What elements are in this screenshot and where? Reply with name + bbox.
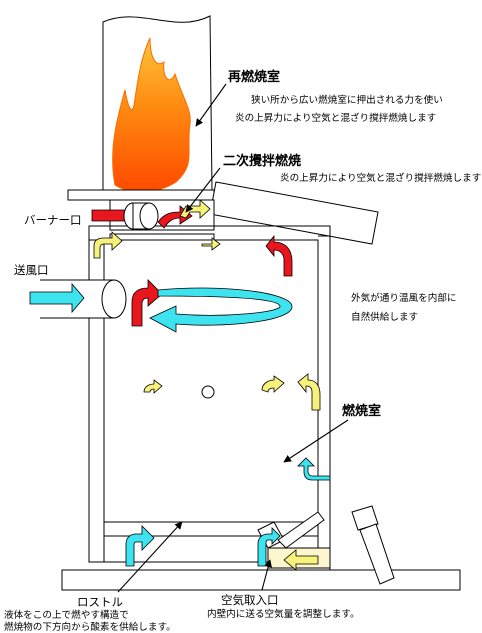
label-reburn-desc-1: 狭い所から広い燃焼室に押出される力を使い bbox=[251, 92, 443, 106]
label-outside-air-1: 外気が通り温風を内部に bbox=[351, 290, 457, 304]
cyan-arrow-right-wall bbox=[298, 458, 330, 480]
label-air-inlet-port: 送風口 bbox=[14, 262, 49, 278]
yellow-arrow-wall bbox=[298, 374, 320, 410]
inner-port-hole bbox=[202, 386, 214, 398]
top-plate bbox=[68, 190, 214, 200]
swirl-cyan-arrow bbox=[150, 288, 292, 332]
label-air-intake-desc: 内壁内に送る空気量を調整します。 bbox=[207, 606, 360, 620]
label-reburn-desc-2: 炎の上昇力により空気と混ざり撹拌燃焼します bbox=[235, 110, 436, 124]
label-outside-air-2: 自然供給します bbox=[351, 309, 418, 323]
label-secondary-desc: 炎の上昇力により空気と混ざり撹拌燃焼します bbox=[280, 170, 481, 184]
yellow-swirl-left bbox=[144, 380, 162, 393]
burner-inner-plate bbox=[110, 234, 214, 240]
label-secondary-title: 二次攪拌燃焼 bbox=[223, 150, 301, 169]
red-arrow-upper-right bbox=[266, 236, 292, 276]
label-combustion-chamber: 燃焼室 bbox=[342, 400, 381, 419]
label-rostle-desc-2: 燃焼物の下方向から酸素を供給します。 bbox=[4, 619, 176, 633]
label-reburn-title: 再燃焼室 bbox=[228, 66, 280, 85]
pointer-chamber bbox=[284, 420, 348, 462]
yellow-swirl-right bbox=[262, 376, 284, 392]
label-burner-port: バーナー口 bbox=[24, 212, 82, 228]
open-lid bbox=[210, 182, 378, 244]
base-plate bbox=[62, 570, 460, 590]
main-body-inner bbox=[104, 240, 318, 522]
